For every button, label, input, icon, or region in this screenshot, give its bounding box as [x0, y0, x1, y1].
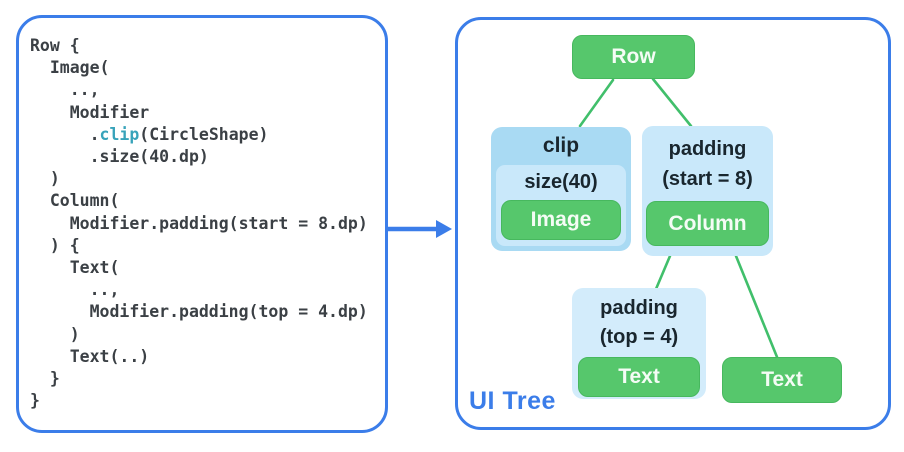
padding-start-value: (start = 8): [662, 168, 753, 190]
edge-row-to-padding-start: [651, 77, 693, 128]
code-snippet: Row { Image( .., Modifier .clip(CircleSh…: [30, 36, 368, 411]
right-arrow-icon: [388, 220, 452, 238]
tree-node-column: Column: [646, 201, 769, 246]
ui-tree-caption: UI Tree: [469, 387, 556, 415]
tree-node-text-left: Text: [578, 357, 700, 397]
clip-modifier-card: clip size(40) Image: [491, 127, 631, 251]
ui-tree-panel: Row clip size(40) Image padding (start =…: [455, 17, 891, 430]
padding-top-value: (top = 4): [599, 326, 679, 348]
edge-row-to-clip: [578, 78, 615, 128]
size-modifier-card: size(40) Image: [496, 165, 626, 246]
edge-column-to-text: [734, 254, 779, 359]
padding-start-card: padding (start = 8) Column: [642, 126, 773, 256]
tree-edges: [578, 77, 779, 359]
edge-column-to-padding-top: [654, 254, 672, 291]
tree-node-text-right: Text: [722, 357, 842, 403]
padding-top-label: padding: [600, 297, 678, 319]
padding-start-label: padding: [668, 138, 747, 160]
clip-modifier-label: clip: [542, 134, 580, 157]
size-modifier-label: size(40): [524, 171, 598, 193]
tree-node-image: Image: [501, 200, 621, 240]
code-panel: Row { Image( .., Modifier .clip(CircleSh…: [16, 15, 388, 433]
padding-top-card: padding (top = 4) Text: [572, 288, 706, 399]
tree-node-row: Row: [572, 35, 695, 79]
